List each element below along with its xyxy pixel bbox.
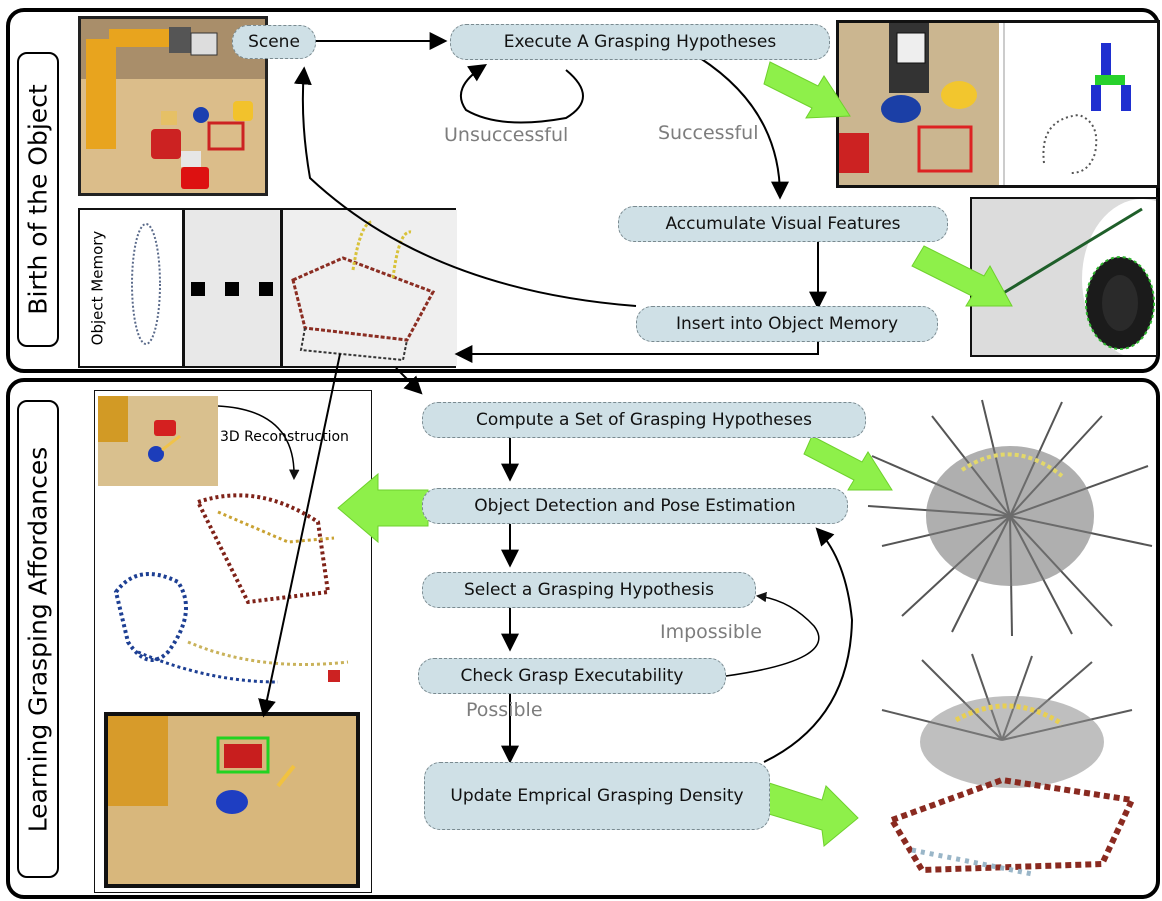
green-arrow-detection	[337, 472, 429, 544]
green-arrow-density	[761, 781, 859, 847]
node-compute-hypotheses: Compute a Set of Grasping Hypotheses	[422, 402, 866, 438]
point-cloud-illustration	[113, 493, 349, 684]
node-accumulate-features: Accumulate Visual Features	[618, 206, 948, 242]
grasp-execution-photo	[836, 20, 1160, 188]
memory-slot-basket	[280, 210, 457, 366]
grasp-density-illustration	[881, 653, 1137, 877]
birth-of-object-title: Birth of the Object	[17, 52, 59, 347]
memory-object-first	[131, 223, 161, 345]
memory-ellipsis	[185, 210, 279, 366]
learning-affordances-title: Learning Grasping Affordances	[17, 400, 59, 878]
node-check-executability: Check Grasp Executability	[418, 658, 726, 694]
label-successful: Successful	[658, 122, 759, 144]
node-scene: Scene	[232, 25, 316, 59]
green-arrow-grasp-result	[763, 61, 851, 119]
label-possible: Possible	[466, 699, 543, 721]
green-arrow-features	[911, 245, 1013, 307]
node-select-hypothesis: Select a Grasping Hypothesis	[422, 572, 756, 608]
memory-slot-first	[114, 210, 185, 366]
small-scene-illustration	[98, 396, 181, 462]
visual-features-illustration	[972, 199, 1156, 355]
node-insert-memory: Insert into Object Memory	[636, 306, 938, 342]
node-execute-grasp: Execute A Grasping Hypotheses	[450, 24, 830, 60]
small-scene-photo	[98, 396, 218, 486]
visual-features-photo	[970, 197, 1158, 357]
grasp-execution-illustration	[839, 23, 1131, 185]
object-memory-strip: Object Memory	[78, 208, 457, 368]
node-update-density: Update Emprical Grasping Density	[424, 762, 770, 830]
detection-photo	[104, 712, 360, 888]
detection-illustration	[108, 716, 356, 884]
grasp-hypotheses-illustration	[867, 399, 1153, 637]
node-object-detection: Object Detection and Pose Estimation	[422, 488, 848, 524]
label-unsuccessful: Unsuccessful	[444, 124, 569, 146]
birth-of-object-panel	[6, 8, 1160, 373]
green-arrow-hypotheses	[803, 435, 893, 491]
learning-affordances-panel	[6, 378, 1160, 899]
label-impossible: Impossible	[660, 621, 762, 643]
